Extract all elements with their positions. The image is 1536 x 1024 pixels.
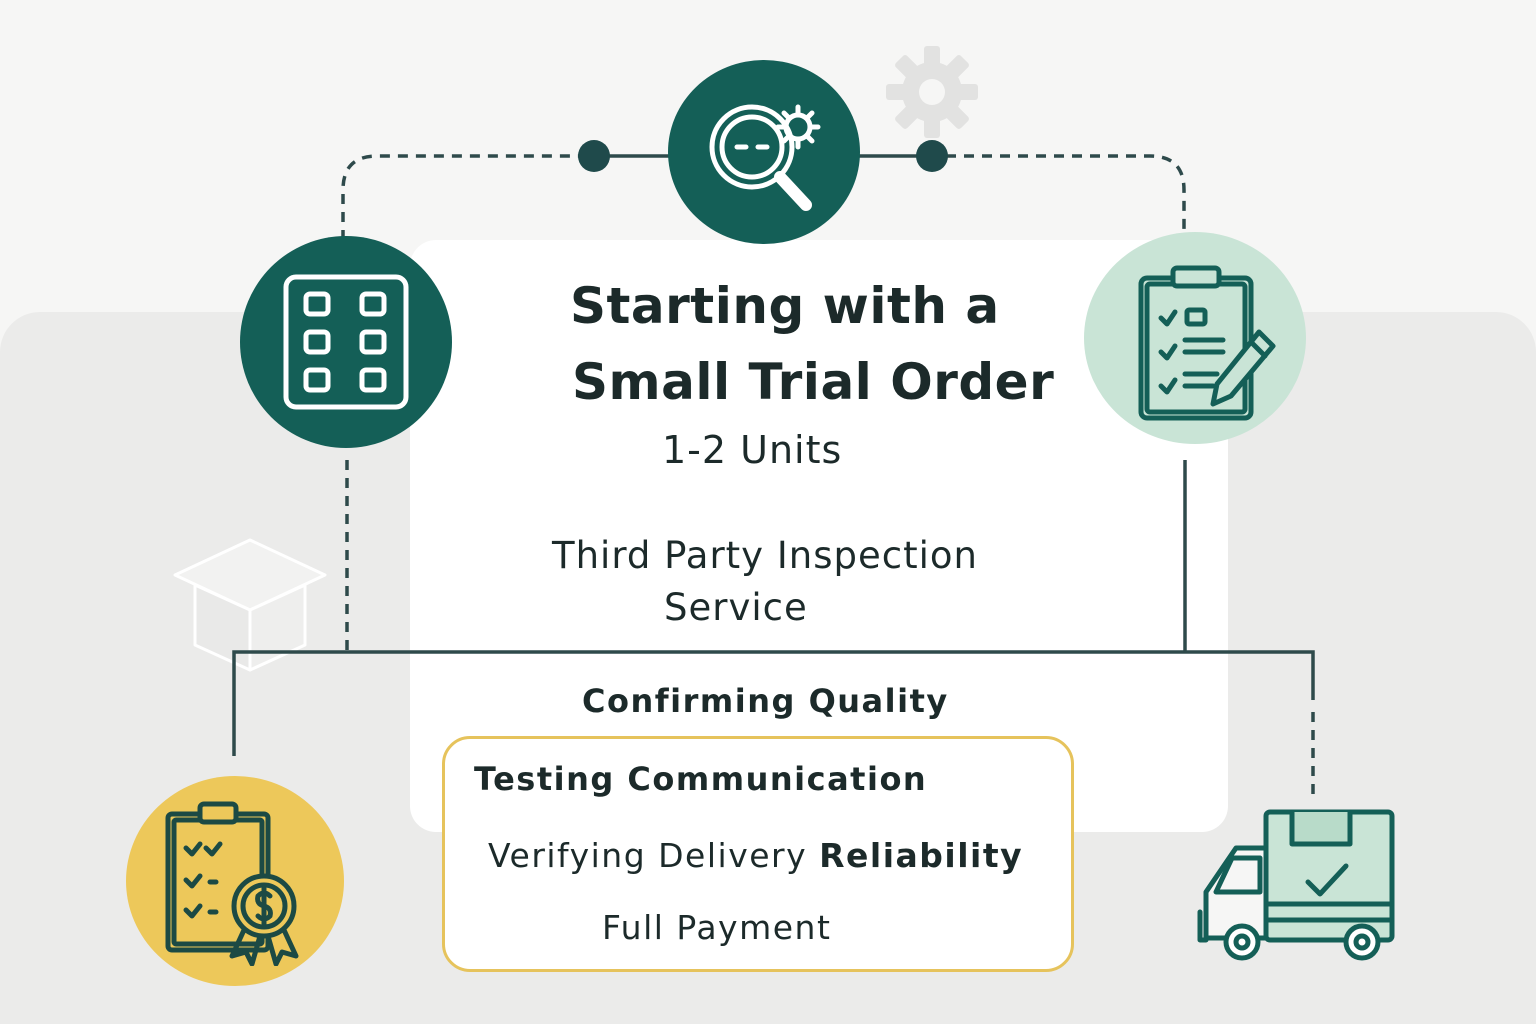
clipboard-circle	[1084, 232, 1306, 444]
certificate-circle	[126, 776, 344, 986]
units-label: 1-2 Units	[662, 428, 843, 472]
service-line-2: Service	[664, 586, 808, 629]
box-icon	[173, 538, 327, 672]
grid-circle	[240, 236, 452, 448]
connector-node-left	[578, 140, 610, 172]
connector-node-right	[916, 140, 948, 172]
service-line-1: Third Party Inspection	[552, 534, 978, 577]
search-circle	[668, 60, 860, 244]
inspection-service-label: Third Party Inspection Service	[552, 530, 978, 634]
delivery-truck-icon	[1197, 809, 1395, 961]
confirming-quality-label: Confirming Quality	[582, 682, 949, 720]
gear-icon	[886, 46, 978, 138]
clipboard-pencil-icon	[1138, 265, 1276, 421]
full-payment-label: Full Payment	[602, 908, 832, 947]
verify-prefix: Verifying Delivery	[488, 836, 820, 875]
title-line-1: Starting with a	[570, 277, 1000, 335]
verifying-delivery-label: Verifying Delivery Reliability	[488, 836, 1023, 875]
title-line-2: Small Trial Order	[572, 353, 1055, 411]
grid-icon	[283, 274, 409, 410]
search-gear-icon	[709, 104, 821, 211]
verify-bold: Reliability	[819, 836, 1024, 875]
benefits-box	[442, 736, 1074, 972]
main-title: Starting with a Small Trial Order	[570, 268, 1090, 420]
certificate-clipboard-icon	[165, 801, 299, 966]
testing-communication-label: Testing Communication	[474, 760, 928, 798]
